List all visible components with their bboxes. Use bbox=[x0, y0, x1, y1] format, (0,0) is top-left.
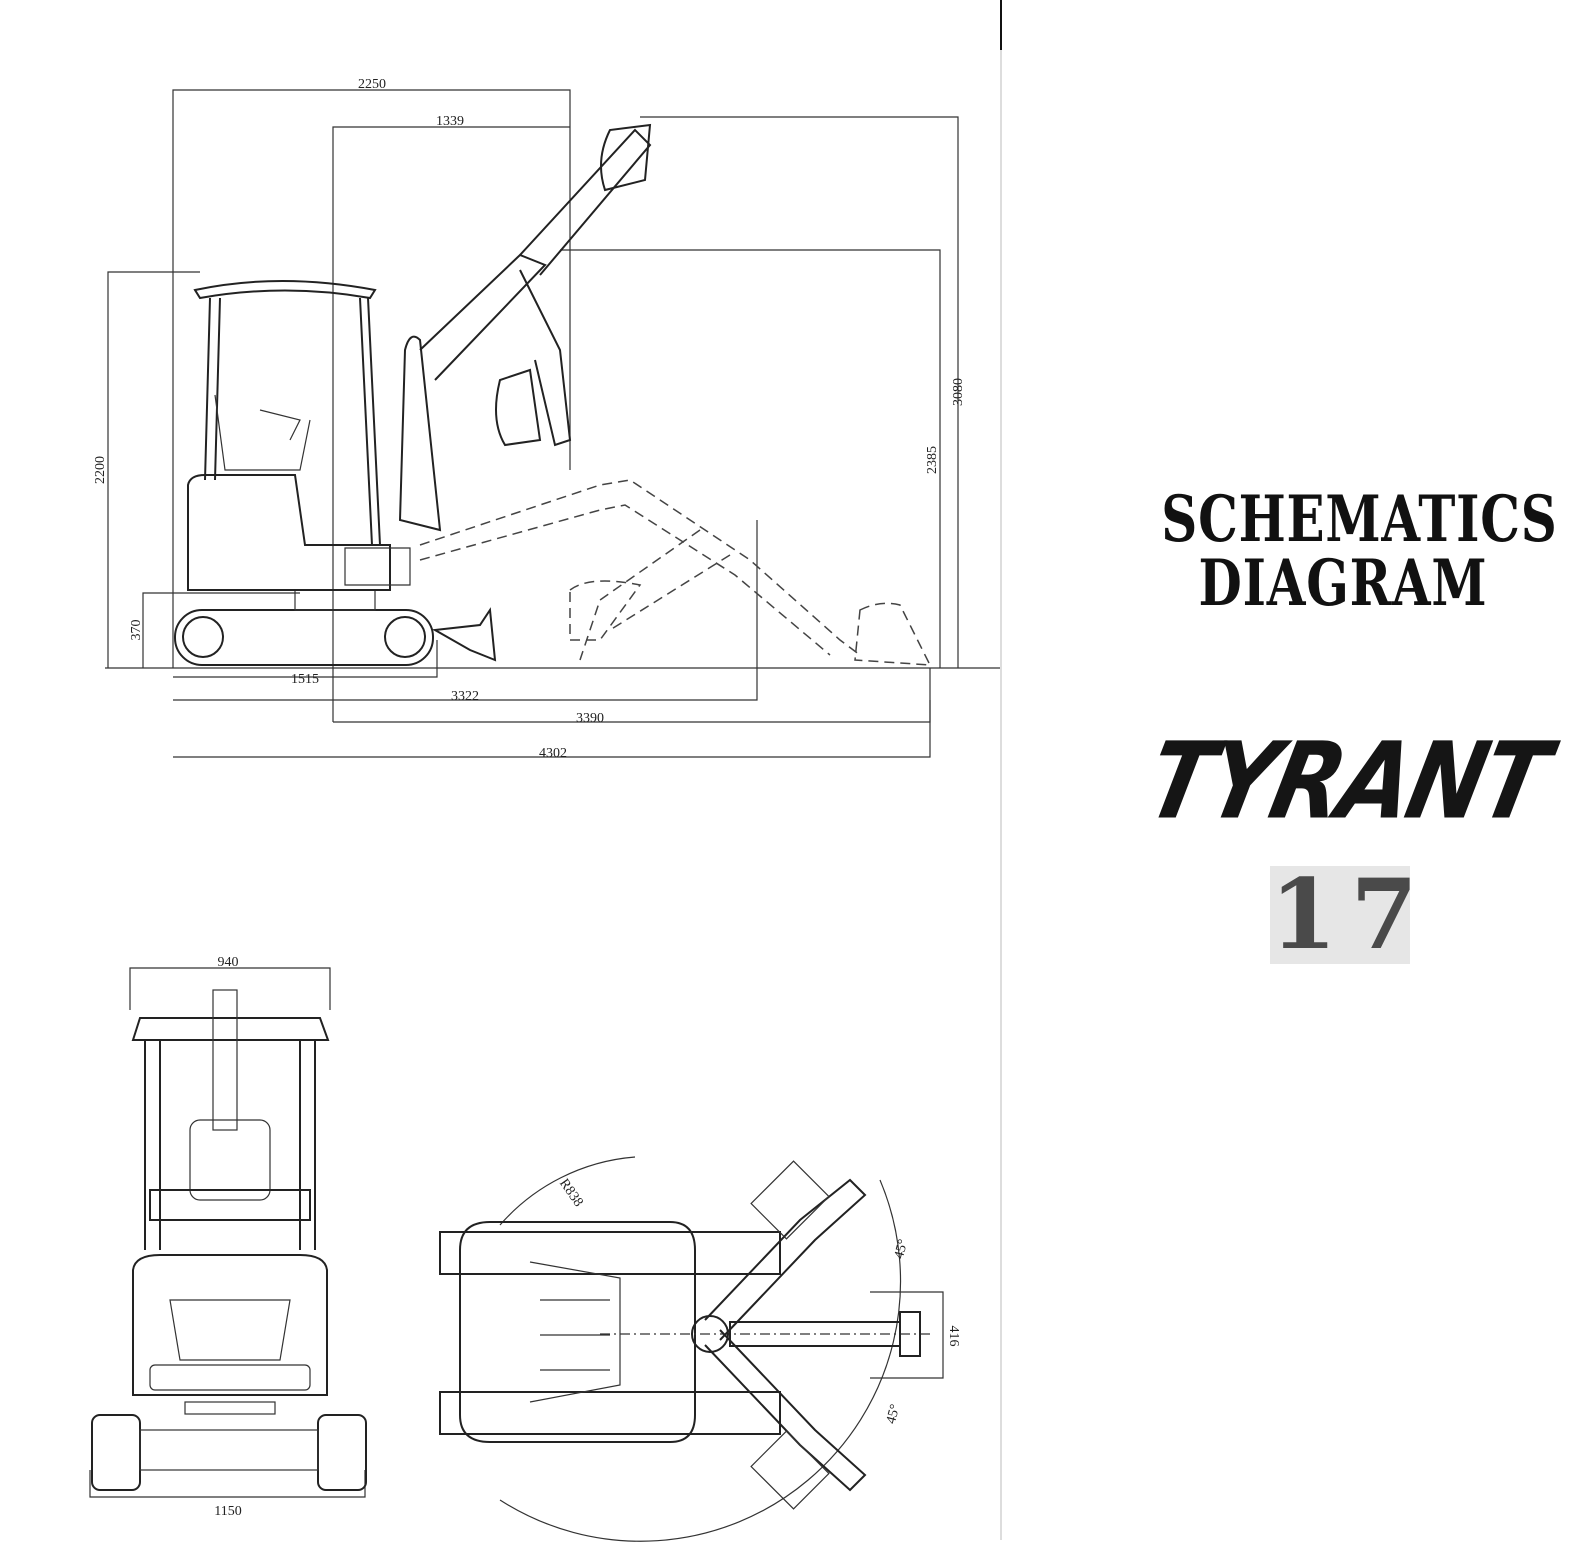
engine-panel bbox=[169, 1299, 291, 1361]
dim-label-1339: 1339 bbox=[436, 114, 464, 129]
dim-label-45-right: 45° bbox=[884, 1403, 904, 1426]
dim-2200 bbox=[107, 271, 200, 668]
swing-radius-arc bbox=[499, 1156, 636, 1226]
canopy-top bbox=[529, 1261, 621, 1403]
title-line-2: DIAGRAM bbox=[1198, 546, 1488, 621]
track-right bbox=[317, 1414, 367, 1491]
dim-3390 bbox=[333, 668, 931, 723]
canopy-posts-front bbox=[144, 1040, 316, 1250]
bucket-extended bbox=[854, 602, 932, 666]
boom-front bbox=[212, 989, 238, 1131]
boom-top-left bbox=[704, 1178, 867, 1341]
dim-label-1150: 1150 bbox=[214, 1504, 241, 1519]
boom-upper bbox=[419, 253, 547, 381]
dim-label-r838: R838 bbox=[556, 1176, 586, 1209]
dim-940 bbox=[129, 967, 331, 1010]
dim-1150 bbox=[89, 1470, 366, 1498]
dim-label-370: 370 bbox=[129, 620, 144, 641]
track bbox=[174, 609, 434, 666]
bucket-top-right bbox=[750, 1430, 830, 1510]
dim-label-1515: 1515 bbox=[291, 672, 319, 687]
arm-raised bbox=[519, 128, 652, 276]
dim-2385 bbox=[560, 249, 941, 668]
dim-2250 bbox=[172, 89, 571, 668]
front-view: 940 1150 bbox=[89, 955, 367, 1519]
idler bbox=[384, 616, 426, 658]
dim-3322 bbox=[173, 520, 758, 701]
brand-logo: TYRANT bbox=[1136, 719, 1557, 844]
top-view: R838 45° 45° 416 bbox=[439, 1156, 961, 1542]
title-line-1: SCHEMATICS bbox=[1161, 482, 1558, 557]
dim-3080 bbox=[640, 116, 959, 668]
dim-4302 bbox=[173, 700, 931, 758]
bucket-curled bbox=[569, 580, 642, 641]
arm-curled bbox=[579, 529, 731, 661]
bearing-front bbox=[184, 1401, 276, 1415]
body-front bbox=[132, 1254, 328, 1396]
seat bbox=[214, 394, 311, 471]
blade bbox=[431, 607, 497, 662]
boom-stowed bbox=[398, 335, 442, 532]
bucket-top-left bbox=[750, 1160, 830, 1240]
dim-label-2385: 2385 bbox=[925, 446, 940, 474]
bucket-raised bbox=[600, 123, 652, 192]
arm-mid bbox=[519, 269, 572, 447]
dim-1339 bbox=[332, 126, 570, 722]
dim-label-2200: 2200 bbox=[93, 456, 108, 484]
page-title: SCHEMATICS DIAGRAM bbox=[1161, 482, 1558, 621]
dim-370 bbox=[142, 592, 300, 668]
dim-label-416: 416 bbox=[946, 1326, 961, 1347]
dim-416 bbox=[870, 1291, 944, 1379]
model-number: 17 bbox=[1270, 858, 1432, 971]
guard-rail bbox=[149, 1189, 311, 1221]
dim-label-45-left: 45° bbox=[892, 1238, 912, 1261]
dim-label-2250: 2250 bbox=[358, 77, 386, 92]
bucket-mid bbox=[495, 368, 542, 447]
dim-label-3322: 3322 bbox=[451, 689, 479, 704]
dim-label-3390: 3390 bbox=[576, 711, 604, 726]
boom-top-right bbox=[704, 1329, 867, 1492]
dim-label-940: 940 bbox=[218, 955, 239, 970]
seat-front bbox=[189, 1119, 271, 1201]
undercarriage bbox=[139, 1429, 319, 1471]
boom-swing-arc bbox=[499, 1179, 902, 1542]
swing-bearing bbox=[294, 589, 376, 611]
swing-post bbox=[344, 547, 411, 586]
canopy-roof bbox=[193, 280, 377, 300]
dim-1515 bbox=[173, 640, 438, 678]
canopy-roof-front bbox=[131, 1017, 330, 1041]
dim-label-3080: 3080 bbox=[951, 378, 966, 406]
body-top bbox=[459, 1221, 696, 1443]
upper-body bbox=[187, 474, 391, 591]
sprocket bbox=[182, 616, 224, 658]
side-view: 2250 1339 3080 2385 2200 370 1515 3322 3… bbox=[93, 77, 1000, 761]
bucket-top-center bbox=[899, 1311, 921, 1357]
boom-extended bbox=[419, 479, 861, 656]
grille bbox=[149, 1364, 311, 1391]
track-left bbox=[91, 1414, 141, 1491]
track-top-upper bbox=[439, 1231, 781, 1275]
dim-label-4302: 4302 bbox=[539, 746, 567, 761]
track-top-lower bbox=[439, 1391, 781, 1435]
canopy-posts bbox=[204, 297, 381, 546]
boom-extended-lower bbox=[419, 504, 831, 656]
